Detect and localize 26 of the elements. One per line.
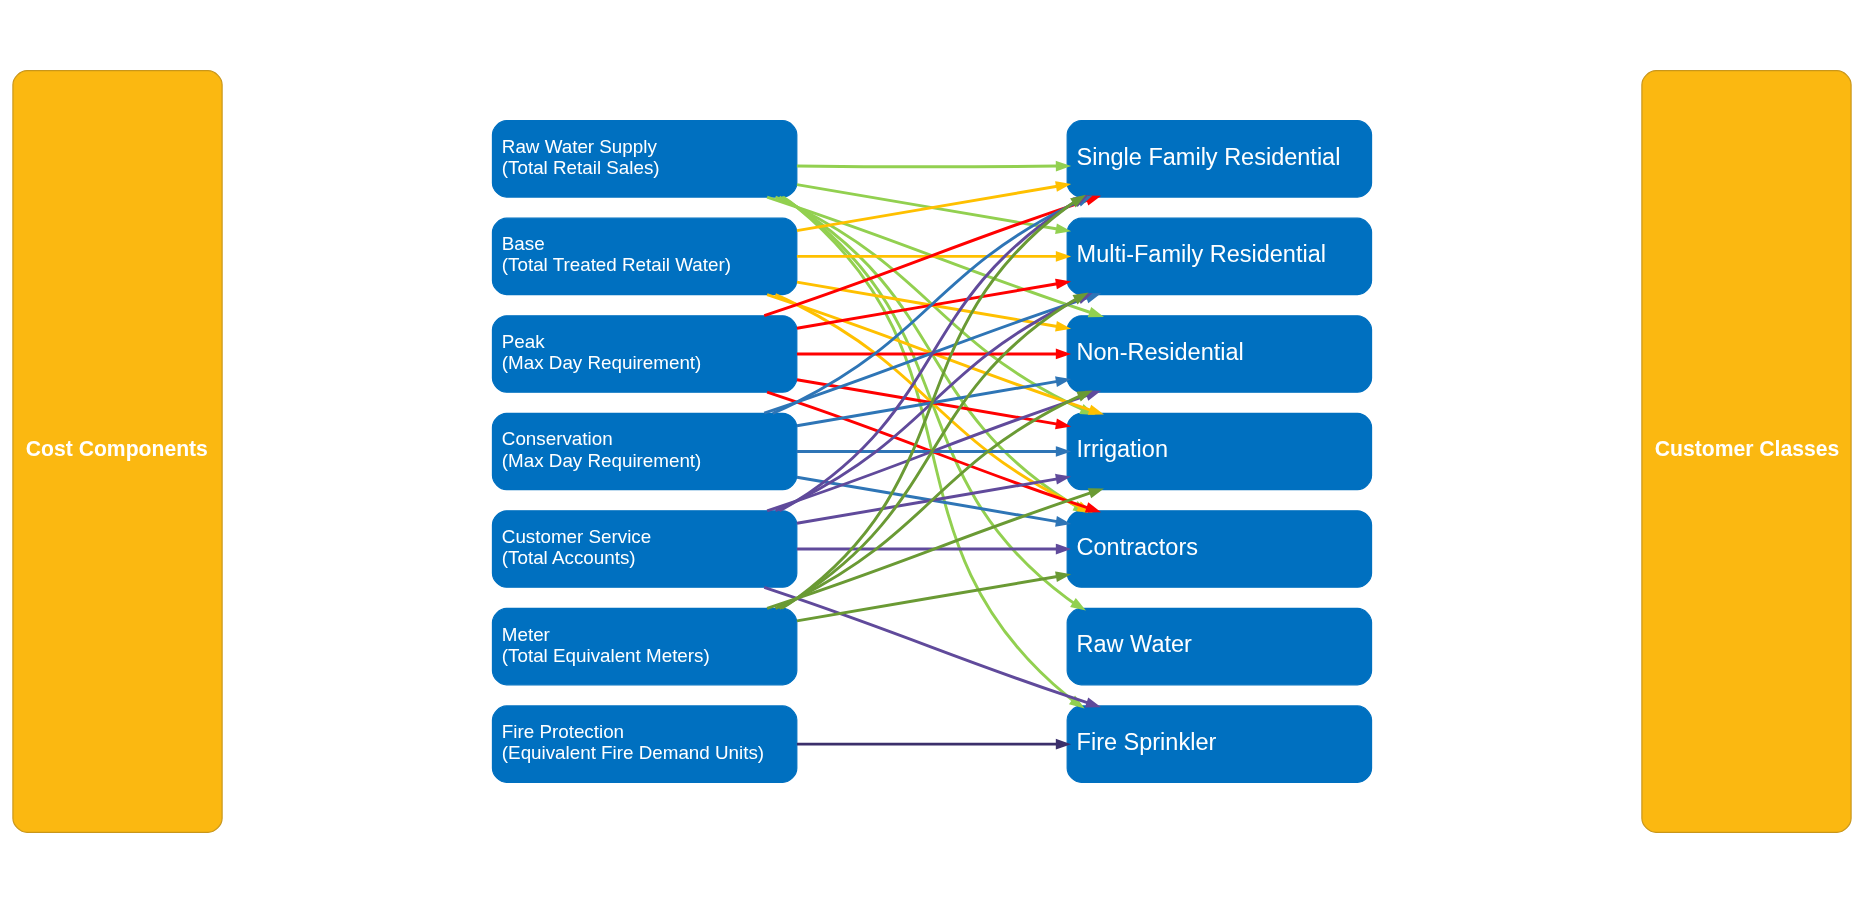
arrow	[796, 446, 1072, 457]
arrow	[796, 738, 1072, 750]
node-box: Base (Total Treated Retail Water)	[491, 217, 798, 296]
node-box: Peak (Max Day Requirement)	[491, 315, 798, 393]
node-box: Fire Sprinkler	[1066, 705, 1373, 783]
node-box: Non-Residential	[1066, 315, 1373, 393]
arrow	[782, 195, 1085, 709]
node-box: Cost Components	[12, 70, 223, 833]
node-box: Multi-Family Residential	[1066, 217, 1373, 296]
arrow	[763, 586, 1102, 708]
node-box: Raw Water Supply (Total Retail Sales)	[491, 120, 798, 198]
node-box: Fire Protection (Equivalent Fire Demand Units)	[491, 705, 798, 783]
arrow	[796, 571, 1072, 623]
node-box: Single Family Residential	[1066, 120, 1373, 198]
node-box: Irrigation	[1066, 412, 1373, 491]
node-box: Contractors	[1066, 510, 1373, 588]
node-box: Raw Water	[1066, 607, 1373, 686]
arrow	[796, 160, 1072, 172]
arrow	[796, 348, 1072, 360]
arrow	[766, 488, 1104, 610]
node-box: Meter (Total Equivalent Meters)	[491, 607, 798, 686]
arrow	[796, 251, 1072, 262]
node-box: Customer Classes	[1641, 70, 1852, 833]
node-box: Customer Service (Total Accounts)	[491, 510, 798, 588]
node-box: Conservation (Max Day Requirement)	[491, 412, 798, 491]
arrow	[796, 543, 1072, 555]
